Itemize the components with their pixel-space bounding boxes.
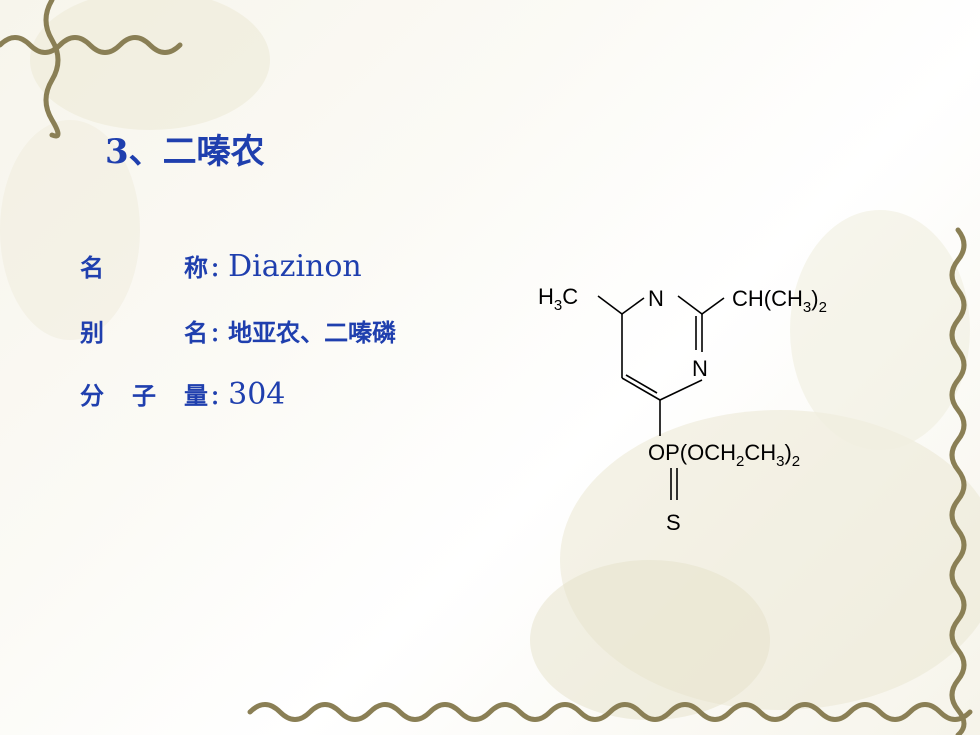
ring-nitrogen-right: N (692, 356, 708, 381)
sulfur-atom: S (666, 510, 681, 535)
isopropyl-group: CH(CH3)2 (732, 286, 827, 316)
field-name-value: Diazinon (228, 249, 362, 284)
field-name-row: 名 称 :Diazinon (80, 248, 362, 284)
field-alias-row: 别 名 :地亚农、二嗪磷 (80, 313, 396, 349)
field-mw-value: 304 (228, 377, 286, 412)
methyl-group: H3C (538, 284, 578, 314)
phosphorothioate-group: OP(OCH2CH3)2 (648, 440, 800, 470)
field-alias-separator: : (210, 314, 221, 349)
field-mw-row: 分 子 量 :304 (80, 376, 285, 412)
field-mw-separator: : (210, 377, 221, 412)
field-alias-label: 别 名 (80, 318, 208, 347)
slide-title: 3、二嗪农 (105, 132, 265, 172)
ring-bonds (597, 295, 725, 500)
field-mw-label: 分 子 量 (80, 381, 208, 410)
diazinon-structure: H3C N N CH(CH3)2 OP(OCH2CH3)2 S (538, 284, 827, 535)
ring-nitrogen-top: N (648, 286, 664, 311)
field-name-separator: : (210, 249, 221, 284)
field-alias-value: 地亚农、二嗪磷 (228, 318, 397, 347)
field-name-label: 名 称 (80, 253, 208, 282)
